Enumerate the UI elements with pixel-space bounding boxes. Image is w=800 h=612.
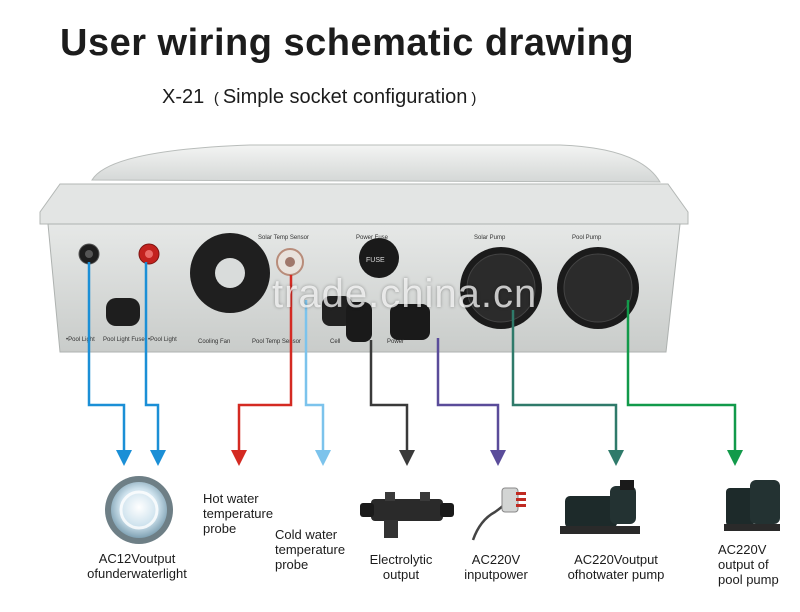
label-power: Power [387,339,404,345]
label-solar-pump: Solar Pump [474,235,506,241]
label-cooling-fan: Cooling Fan [198,339,230,345]
watermark: trade.china.cn [272,272,538,316]
power-plug-image [471,487,526,541]
power-plug [390,304,430,340]
power-fuse-cap [359,238,399,278]
label-pool-pump: Pool Pump [572,235,602,241]
subtitle-text: Simple socket configuration [222,86,468,108]
label-pool-light-1: •Pool Light [66,337,95,343]
label-pool-light-fuse: Pool Light Fuse [103,337,145,343]
pool-pump-image [724,480,780,531]
label-pool-temp-sensor: Pool Temp Sensor [252,339,301,345]
model-number: X-21 [162,86,205,108]
cell-plug [346,302,372,342]
wire-pool-light-red [144,262,160,455]
wire-pool-pump [626,300,737,455]
caption-pool-pump: AC220V output of pool pump [718,542,779,587]
caption-underwater-light: AC12Voutput ofunderwaterlight [87,551,187,581]
box-rim [39,183,689,225]
label-power-fuse: Power Fuse [356,235,389,241]
hot-water-pump-image [560,480,640,534]
caption-hot-water-pump: AC220Voutput ofhotwater pump [567,552,665,582]
pool-light-fuse-cap [106,298,140,326]
label-fuse: FUSE [366,257,385,264]
box-lid [91,144,661,183]
page-title: User wiring schematic drawing [60,22,635,64]
pool-temp-socket [322,296,352,326]
label-solar-temp-sensor: Solar Temp Sensor [258,235,309,241]
wire-input-power [436,338,500,455]
caption-hot-water-probe: Hot water temperature probe [203,491,274,536]
wire-electrolytic [369,340,409,455]
wire-pool-light-black [87,262,126,455]
underwater-light-image [105,476,173,544]
open-paren: ( [213,90,219,107]
electrolytic-cell-image [360,492,454,538]
label-pool-light-2: •Pool Light [148,337,177,343]
caption-electrolytic: Electrolytic output [369,552,433,582]
wires [87,262,737,455]
wire-hot-water-probe [237,275,293,453]
wire-hot-water-pump [511,310,618,455]
label-cell: Cell [330,339,340,345]
caption-cold-water-probe: Cold water temperature probe [275,527,346,572]
wire-cold-water-probe [304,300,325,455]
close-paren: ) [471,90,477,107]
arrowheads [116,450,743,466]
page-subtitle: X-21 (Simple socket configuration) [162,86,480,109]
control-box: Solar Temp Sensor Power Fuse Solar Pump … [39,144,689,353]
caption-input-power: AC220V inputpower [464,552,528,582]
